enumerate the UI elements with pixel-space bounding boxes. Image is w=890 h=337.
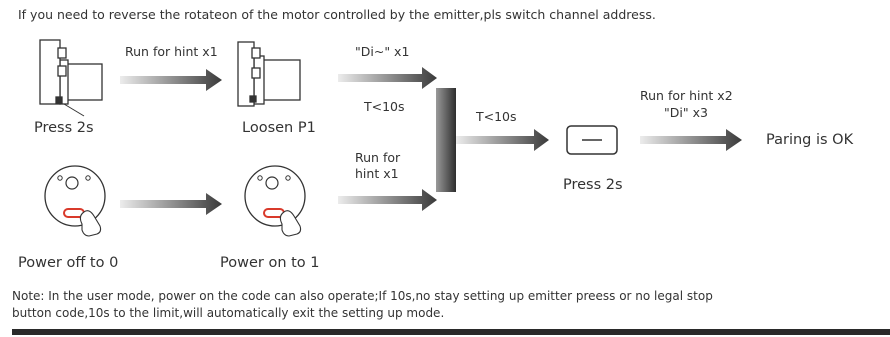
step-press-2s-motor: Press 2s	[34, 120, 94, 136]
arrow-power	[120, 193, 222, 215]
receiver-disc-icon	[244, 165, 306, 237]
label-t10s-merge: T<10s	[476, 109, 517, 124]
step-press-2s-emitter: Press 2s	[563, 177, 623, 193]
step-power-off: Power off to 0	[18, 255, 119, 271]
arrow-run-hint-x2	[640, 129, 742, 151]
note-line-1: Note: In the user mode, power on the cod…	[12, 289, 713, 303]
bottom-divider	[12, 329, 890, 335]
merge-bar	[436, 88, 456, 192]
note-line-2: button code,10s to the limit,will automa…	[12, 306, 445, 320]
label-run-for: Run for	[355, 150, 401, 165]
step-loosen-p1: Loosen P1	[242, 120, 316, 136]
note-text: Note: In the user mode, power on the cod…	[12, 288, 872, 322]
arrow-di-x1	[338, 67, 437, 89]
instruction-text: If you need to reverse the rotateon of t…	[18, 7, 656, 22]
label-run-hint-x2: Run for hint x2	[640, 88, 733, 103]
receiver-disc-icon	[44, 165, 106, 237]
label-hint-x1: hint x1	[355, 166, 399, 181]
label-di-x3: "Di" x3	[664, 105, 708, 120]
label-di-x1: "Di~" x1	[355, 44, 410, 59]
label-run-hint-x1: Run for hint x1	[125, 44, 218, 59]
motor-loosen-icon	[237, 41, 301, 107]
arrow-merge	[456, 129, 549, 151]
arrow-run-hint	[120, 69, 222, 91]
label-t10s-upper: T<10s	[364, 99, 405, 114]
motor-icon	[39, 39, 103, 117]
arrow-run-hint-x1	[338, 189, 437, 211]
step-power-on: Power on to 1	[220, 255, 320, 271]
step-pairing-ok: Paring is OK	[766, 132, 854, 148]
emitter-button-icon	[566, 125, 618, 155]
